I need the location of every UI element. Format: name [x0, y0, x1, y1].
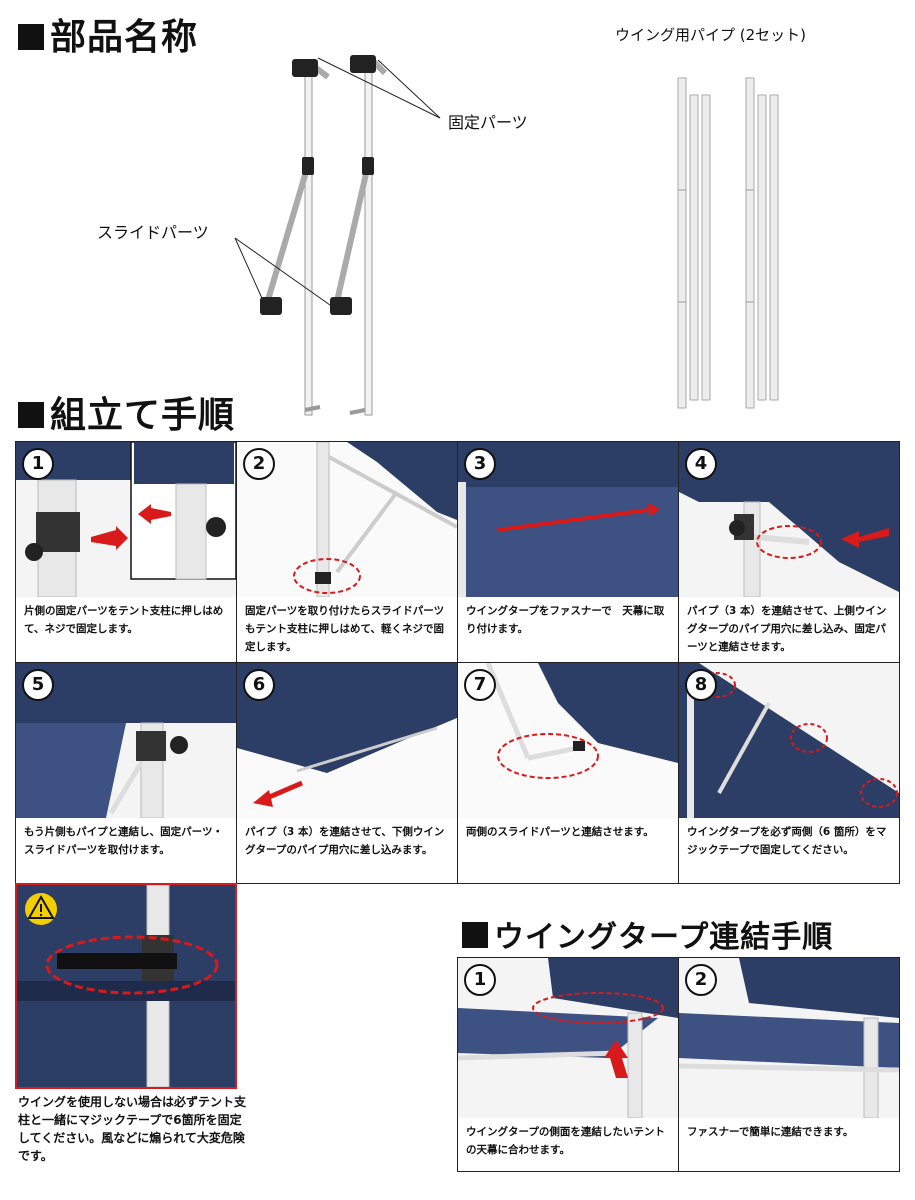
label-slide-parts: スライドパーツ	[97, 223, 209, 242]
step-5-cell: 5 もう片側もパイプと連結し、固定パーツ・スライドパーツを取付けます。	[16, 663, 237, 884]
parts-leader-lines	[234, 57, 441, 306]
step-3-caption: ウイングタープをファスナーで 天幕に取り付けます。	[466, 605, 665, 635]
step-7-photo	[458, 663, 678, 818]
step-4-caption: パイプ（3 本）を連結させて、上側ウイングタープのパイプ用穴に差し込み、固定パー…	[687, 605, 887, 653]
step-number: 2	[243, 448, 275, 480]
step-7-caption: 両側のスライドパーツと連結させます。	[466, 826, 654, 838]
wing-step-1-cell: 1 ウイングタープの側面を連結したいテントの天幕に合わせます。	[457, 957, 679, 1172]
warning-photo-box	[15, 883, 237, 1089]
parts-frame-illustration	[260, 55, 388, 416]
wing-step-2-cell: 2 ファスナーで簡単に連結できます。	[678, 957, 900, 1172]
step-3-photo	[458, 442, 678, 597]
step-number: 1	[464, 964, 496, 996]
step-4-cell: 4 パイプ（3 本）を連結させて、上側ウイングタープのパイプ用穴に差し込み、固定…	[679, 442, 900, 663]
step-6-cell: 6 パイプ（3 本）を連結させて、下側ウイングタープのパイプ用穴に差し込みます。	[237, 663, 458, 884]
step-number: 2	[685, 964, 717, 996]
step-2-photo	[237, 442, 457, 597]
parts-heading: 部品名称	[18, 20, 198, 56]
label-wing-pipes: ウイング用パイプ (2セット)	[615, 26, 807, 44]
step-number: 6	[243, 669, 275, 701]
warning-text: ウイングを使用しない場合は必ずテント支柱と一緒にマジックテープで6箇所を固定して…	[18, 1095, 247, 1163]
warning-triangle-icon	[25, 893, 57, 925]
step-4-photo	[679, 442, 899, 597]
step-5-caption: もう片側もパイプと連結し、固定パーツ・スライドパーツを取付けます。	[24, 826, 223, 856]
step-number: 3	[464, 448, 496, 480]
step-1-caption: 片側の固定パーツをテント支柱に押しはめて、ネジで固定します。	[24, 605, 224, 635]
label-fixed-parts: 固定パーツ	[448, 113, 528, 132]
wing-connect-heading: ウイングタープ連結手順	[462, 922, 833, 953]
square-bullet-icon	[18, 24, 44, 50]
step-number: 8	[685, 669, 717, 701]
wing-step-2-photo	[679, 958, 899, 1118]
step-8-cell: 8 ウイングタープを必ず両側（6 箇所）をマジックテープで固定してください。	[679, 663, 900, 884]
step-number: 1	[22, 448, 54, 480]
assembly-steps-grid: 1 片側の固定パーツをテント支柱に押しはめて、ネジで固定します。 2 固定パーツ…	[15, 441, 900, 884]
step-3-cell: 3 ウイングタープをファスナーで 天幕に取り付けます。	[458, 442, 679, 663]
step-2-cell: 2 固定パーツを取り付けたらスライドパーツもテント支柱に押しはめて、軽くネジで固…	[237, 442, 458, 663]
square-bullet-icon	[462, 922, 488, 948]
step-7-cell: 7 両側のスライドパーツと連結させます。	[458, 663, 679, 884]
assembly-heading: 組立て手順	[18, 398, 235, 434]
step-1-cell: 1 片側の固定パーツをテント支柱に押しはめて、ネジで固定します。	[16, 442, 237, 663]
step-number: 7	[464, 669, 496, 701]
step-number: 4	[685, 448, 717, 480]
square-bullet-icon	[18, 402, 44, 428]
wing-step-2-caption: ファスナーで簡単に連結できます。	[687, 1126, 854, 1138]
wing-step-1-caption: ウイングタープの側面を連結したいテントの天幕に合わせます。	[466, 1126, 665, 1156]
step-2-caption: 固定パーツを取り付けたらスライドパーツもテント支柱に押しはめて、軽くネジで固定し…	[245, 605, 445, 653]
step-8-caption: ウイングタープを必ず両側（6 箇所）をマジックテープで固定してください。	[687, 826, 887, 856]
step-number: 5	[22, 669, 54, 701]
step-6-caption: パイプ（3 本）を連結させて、下側ウイングタープのパイプ用穴に差し込みます。	[245, 826, 445, 856]
wing-pipes-illustration	[677, 77, 779, 409]
